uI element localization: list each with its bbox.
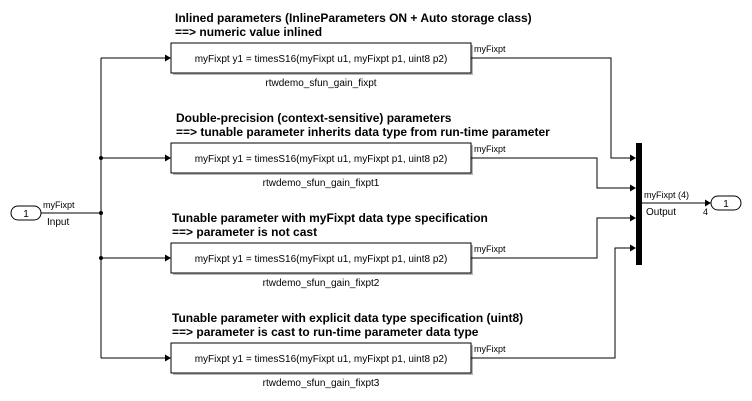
block-function-text: myFixpt y1 = timesS16(myFixpt u1, myFixp… [195,254,448,265]
annotation-line2: ==> parameter is cast to run-time parame… [172,325,479,339]
annotation-line1: Double-precision (context-sensitive) par… [176,111,452,125]
inport-signal-label: myFixpt [43,200,75,210]
block-function-text: myFixpt y1 = timesS16(myFixpt u1, myFixp… [195,354,448,365]
sfunction-block-1[interactable]: myFixpt y1 = timesS16(myFixpt u1, myFixp… [170,142,473,175]
outport-name: Output [646,207,676,218]
input-signal-lines[interactable] [41,54,171,362]
outport-block[interactable]: 1 [710,195,742,211]
sfunction-block-2[interactable]: myFixpt y1 = timesS16(myFixpt u1, myFixp… [170,242,473,275]
block-name: rtwdemo_sfun_gain_fixpt [265,78,376,89]
inport-number: 1 [23,209,29,220]
outport-number: 1 [723,199,729,210]
annotation-line2: ==> numeric value inlined [175,25,322,39]
inport-name: Input [47,217,69,228]
block-name: rtwdemo_sfun_gain_fixpt3 [263,378,380,389]
branch-point [99,256,103,260]
annotation-line1: Tunable parameter with myFixpt data type… [172,211,488,225]
mux-output-signal-label: myFixpt (4) [644,190,689,200]
output-signal-label: myFixpt [474,44,506,54]
branch-point [99,211,103,215]
output-signal-line[interactable] [642,199,711,207]
inport-block[interactable]: 1 [10,205,42,221]
annotation-line2: ==> parameter is not cast [172,225,317,239]
block-name: rtwdemo_sfun_gain_fixpt2 [263,278,380,289]
mux-block[interactable] [636,143,642,265]
output-signal-label: myFixpt [474,344,506,354]
block-name: rtwdemo_sfun_gain_fixpt1 [263,178,380,189]
branch-point [99,156,103,160]
output-signal-label: myFixpt [474,144,506,154]
annotation-line1: Inlined parameters (InlineParameters ON … [175,11,532,25]
annotation-line2: ==> tunable parameter inherits data type… [176,125,550,139]
mux-input-lines[interactable] [471,57,636,359]
signal-width-label: 4 [703,207,708,217]
output-signal-label: myFixpt [474,244,506,254]
block-function-text: myFixpt y1 = timesS16(myFixpt u1, myFixp… [195,54,448,65]
sfunction-block-0[interactable]: myFixpt y1 = timesS16(myFixpt u1, myFixp… [170,42,473,75]
annotation-line1: Tunable parameter with explicit data typ… [172,311,523,325]
block-function-text: myFixpt y1 = timesS16(myFixpt u1, myFixp… [195,154,448,165]
sfunction-block-3[interactable]: myFixpt y1 = timesS16(myFixpt u1, myFixp… [170,342,473,375]
